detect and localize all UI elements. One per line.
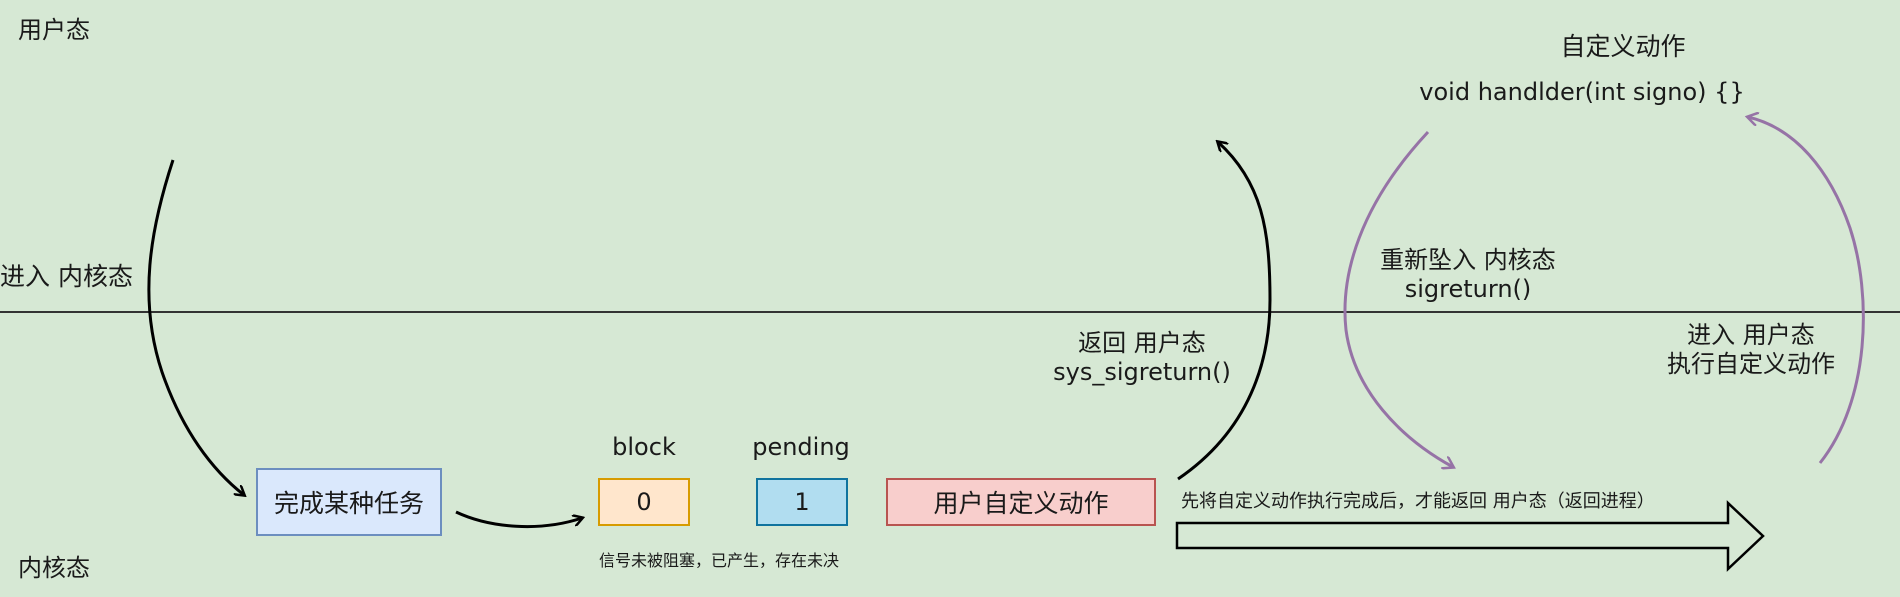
reenter-kernel-label: 重新坠入 内核态 sigreturn(): [1380, 246, 1556, 304]
task-to-signal-arrow: [455, 510, 582, 529]
block-bit-box: 0: [598, 478, 690, 526]
return-user-label: 返回 用户态 sys_sigreturn(): [1053, 329, 1231, 387]
enter-user-label: 进入 用户态 执行自定义动作: [1667, 321, 1835, 379]
enter-user-arrow: [1748, 117, 1865, 464]
enter-user-line2: 执行自定义动作: [1667, 349, 1835, 378]
kernel-mode-label: 内核态: [18, 554, 90, 582]
reenter-kernel-arrow: [1343, 130, 1453, 467]
signal-state-note: 信号未被阻塞，已产生，存在未决: [598, 551, 840, 570]
user-mode-label: 用户态: [18, 16, 90, 44]
block-header: block: [612, 433, 676, 461]
task-box: 完成某种任务: [256, 468, 442, 536]
pending-header: pending: [752, 433, 850, 461]
big-arrow-note: 先将自定义动作执行完成后，才能返回 用户态（返回进程）: [1181, 491, 1655, 512]
pending-bit-box: 1: [756, 478, 848, 526]
block-right-arrow-icon: [1175, 500, 1765, 572]
user-custom-action-box: 用户自定义动作: [886, 478, 1156, 526]
enter-kernel-arrow: [147, 159, 244, 495]
custom-action-title: 自定义动作: [1560, 32, 1686, 61]
handler-signature: void handlder(int signo) {}: [1419, 78, 1745, 106]
return-user-line2: sys_sigreturn(): [1053, 357, 1231, 386]
reenter-kernel-line1: 重新坠入 内核态: [1380, 246, 1556, 274]
return-user-arrow: [1177, 142, 1272, 481]
reenter-kernel-line2: sigreturn(): [1404, 274, 1532, 303]
return-user-line1: 返回 用户态: [1078, 329, 1206, 357]
enter-user-line1: 进入 用户态: [1687, 321, 1815, 349]
enter-kernel-label: 进入 内核态: [0, 262, 133, 291]
